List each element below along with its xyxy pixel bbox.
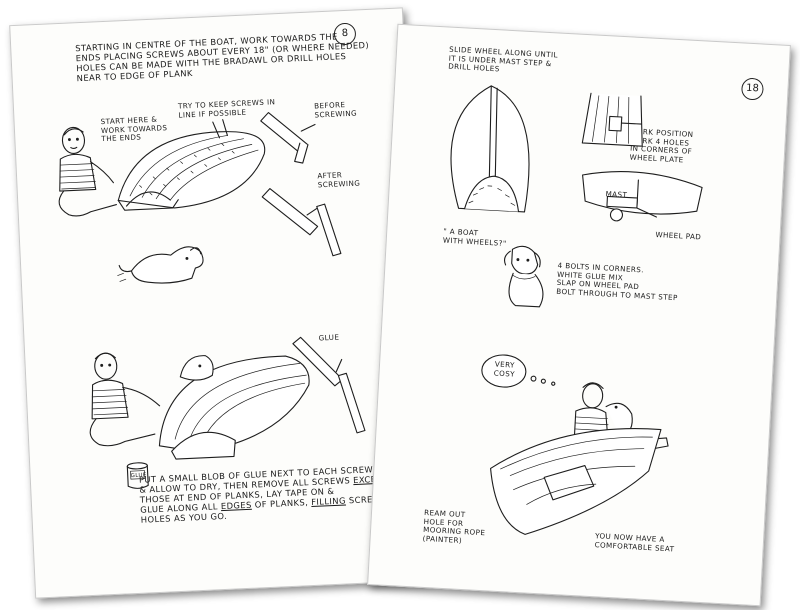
label-mast: MAST xyxy=(605,189,628,200)
instruction-page-right: 18 SLIDE WHEEL ALONG UNTIL IT IS UNDER M… xyxy=(367,23,791,607)
instruction-page-left: 8 STARTING IN CENTRE OF THE BOAT, WORK T… xyxy=(9,7,429,599)
boat-with-man-and-dog-illustration xyxy=(490,382,669,535)
label-glue: GLUE xyxy=(318,332,340,343)
hull-end-with-wheel-illustration xyxy=(450,85,530,213)
label-wheel-pad: WHEEL PAD xyxy=(655,230,702,242)
speech-bubble-shape xyxy=(481,354,556,388)
gluing-hull-illustration xyxy=(89,352,310,460)
wheel-pad-illustration xyxy=(582,171,703,222)
ream-out-instructions: REAM OUT HOLE FOR MOORING ROPE (PAINTER) xyxy=(422,507,486,545)
mast-step-detail-illustration xyxy=(581,92,643,147)
screwing-detail-illustration xyxy=(260,112,342,257)
glue-detail-illustration xyxy=(292,336,366,434)
glue-tin-icon xyxy=(126,462,149,489)
comfortable-seat-caption: YOU NOW HAVE A COMFORTABLE SEAT xyxy=(594,531,675,554)
dog-lying-illustration xyxy=(117,246,204,284)
sitting-dog-illustration xyxy=(504,245,544,308)
slide-wheel-instructions: SLIDE WHEEL ALONG UNTIL IT IS UNDER MAST… xyxy=(448,44,559,74)
bolts-instructions: 4 BOLTS IN CORNERS. WHITE GLUE MIX SLAP … xyxy=(556,260,678,303)
page-number: 18 xyxy=(740,77,765,101)
intro-instructions: STARTING IN CENTRE OF THE BOAT, WORK TOW… xyxy=(75,31,370,84)
man-with-hull-illustration xyxy=(58,119,266,217)
